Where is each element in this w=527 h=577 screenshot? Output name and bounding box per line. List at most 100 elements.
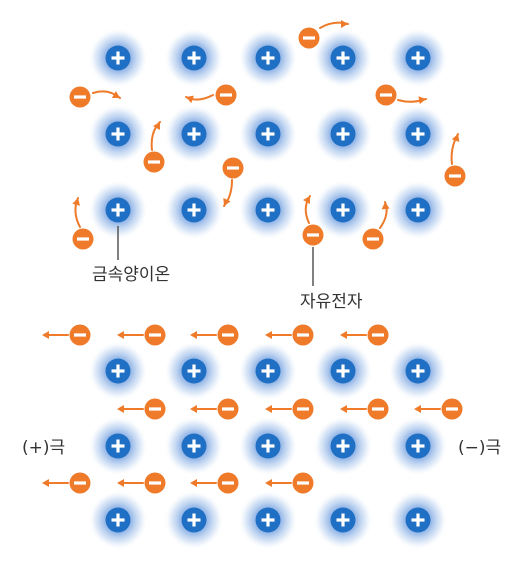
drift-arrow	[190, 331, 217, 339]
metal-ion	[164, 180, 224, 240]
minus-icon	[227, 166, 239, 170]
bottom-panel-with-field	[42, 324, 463, 550]
drifting-electron	[292, 324, 314, 346]
arrowhead	[381, 202, 390, 210]
metal-ion	[238, 416, 298, 476]
metal-ion	[164, 104, 224, 164]
arrowhead	[223, 197, 231, 206]
minus-icon	[222, 333, 234, 337]
plus-icon-v	[116, 51, 120, 65]
drifting-electron	[69, 472, 91, 494]
plus-icon-v	[416, 203, 420, 217]
arrowhead	[117, 479, 124, 487]
minus-icon	[297, 407, 309, 411]
minus-icon	[149, 481, 161, 485]
plus-icon-v	[192, 127, 196, 141]
minus-icon	[220, 93, 232, 97]
free-electron-label: 자유전자	[300, 292, 363, 312]
minus-icon	[380, 93, 392, 97]
plus-icon-v	[192, 439, 196, 453]
metal-ion	[88, 490, 148, 550]
arrowhead	[72, 198, 81, 206]
minus-icon	[222, 407, 234, 411]
arrowhead	[190, 331, 197, 339]
drifting-electron	[367, 324, 389, 346]
metal-ion	[164, 341, 224, 401]
minus-icon	[307, 233, 319, 237]
drifting-electron	[144, 398, 166, 420]
top-ion-lattice	[88, 28, 448, 240]
metal-ion	[164, 416, 224, 476]
drifting-electron	[217, 398, 239, 420]
bottom-drifting-electrons	[42, 324, 463, 494]
plus-icon-v	[341, 513, 345, 527]
label-leader-lines	[117, 226, 314, 286]
metal-ion	[313, 490, 373, 550]
plus-icon-v	[116, 513, 120, 527]
arrowhead	[190, 479, 197, 487]
drift-arrow	[414, 405, 441, 413]
drift-arrow	[117, 479, 144, 487]
positive-pole-label: (+)극	[22, 438, 66, 458]
metal-ion	[238, 490, 298, 550]
metal-ion	[88, 416, 148, 476]
free-electron	[362, 228, 384, 250]
metal-ion	[164, 28, 224, 88]
arrowhead	[42, 479, 49, 487]
minus-icon	[303, 36, 315, 40]
drifting-electron	[292, 398, 314, 420]
arrowhead	[153, 122, 160, 131]
metal-ion	[313, 416, 373, 476]
minus-icon	[74, 95, 86, 99]
metal-ion	[388, 490, 448, 550]
plus-icon-v	[192, 203, 196, 217]
plus-icon-v	[266, 203, 270, 217]
negative-pole-label: (−)극	[458, 438, 502, 458]
plus-icon-v	[341, 439, 345, 453]
arrowhead	[418, 96, 426, 105]
plus-icon-v	[416, 364, 420, 378]
drifting-electron	[292, 472, 314, 494]
metal-ion	[164, 490, 224, 550]
drifting-electron	[144, 324, 166, 346]
metal-ion	[388, 416, 448, 476]
metal-ion	[238, 180, 298, 240]
arrowhead	[451, 134, 460, 142]
free-electron	[215, 84, 237, 106]
free-electron	[143, 151, 165, 173]
arrowhead	[340, 331, 347, 339]
arrowhead	[190, 405, 197, 413]
plus-icon-v	[266, 51, 270, 65]
plus-icon-v	[266, 364, 270, 378]
metal-ion	[88, 104, 148, 164]
minus-icon	[446, 407, 458, 411]
top-panel-no-field	[69, 20, 466, 286]
drift-arrow	[265, 331, 292, 339]
arrowhead	[265, 331, 272, 339]
plus-icon-v	[416, 127, 420, 141]
minus-icon	[449, 174, 461, 178]
free-electron	[298, 27, 320, 49]
plus-icon-v	[341, 127, 345, 141]
metal-ion	[313, 104, 373, 164]
metal-ion	[238, 104, 298, 164]
drifting-electron	[367, 398, 389, 420]
plus-icon-v	[266, 127, 270, 141]
arrowhead	[341, 20, 348, 28]
drifting-electron	[441, 398, 463, 420]
metal-ion	[313, 341, 373, 401]
minus-icon	[74, 481, 86, 485]
minus-icon	[372, 333, 384, 337]
plus-icon-v	[192, 51, 196, 65]
drift-arrow	[265, 405, 292, 413]
plus-icon-v	[416, 513, 420, 527]
metal-ion	[88, 180, 148, 240]
metal-ion	[238, 28, 298, 88]
drift-arrow	[42, 479, 69, 487]
plus-icon-v	[192, 513, 196, 527]
arrowhead	[111, 91, 120, 98]
plus-icon-v	[341, 203, 345, 217]
metal-ion	[388, 180, 448, 240]
arrowhead	[117, 331, 124, 339]
